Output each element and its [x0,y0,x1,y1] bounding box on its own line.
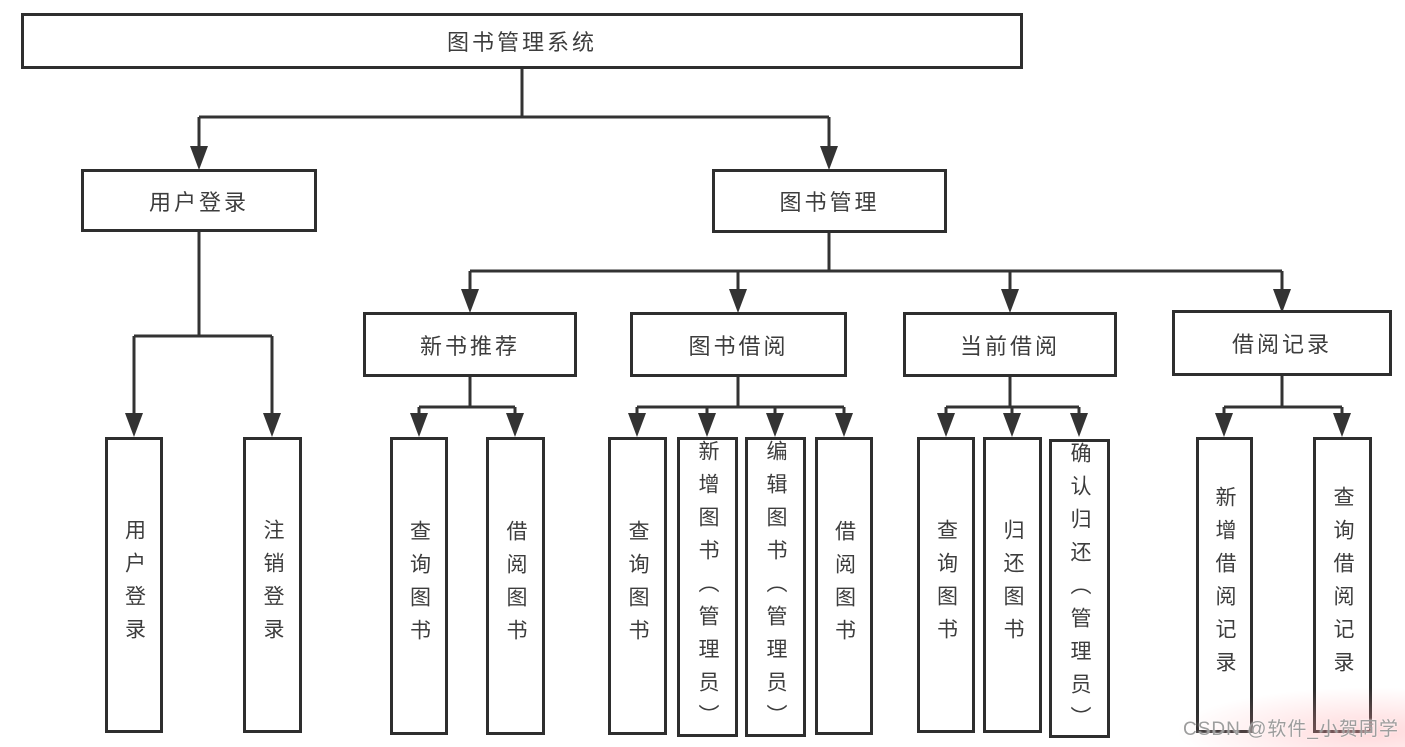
node-root-title: 图书管理系统 [21,13,1023,69]
leaf-query-book-current: 查询图书 [917,437,975,733]
leaf-logout: 注销登录 [243,437,302,733]
node-user-login: 用户登录 [81,169,317,232]
leaf-borrow-book-recommend: 借阅图书 [486,437,545,735]
leaf-add-book-admin: 新增图书（管理员） [677,437,738,737]
leaf-user-login: 用户登录 [105,437,163,733]
leaf-query-borrow-record: 查询借阅记录 [1313,437,1372,733]
node-book-borrow: 图书借阅 [630,312,847,377]
node-borrow-record: 借阅记录 [1172,310,1392,376]
leaf-query-book-recommend: 查询图书 [390,437,448,735]
leaf-borrow-book: 借阅图书 [815,437,873,735]
leaf-edit-book-admin: 编辑图书（管理员） [745,437,806,737]
leaf-confirm-return-admin: 确认归还（管理员） [1049,439,1110,739]
node-current-borrow: 当前借阅 [903,312,1117,377]
leaf-return-book: 归还图书 [983,437,1042,733]
csdn-watermark: CSDN @软件_小贺同学 [1183,719,1399,740]
leaf-add-borrow-record: 新增借阅记录 [1196,437,1253,733]
leaf-query-book-borrow: 查询图书 [608,437,667,735]
node-book-management: 图书管理 [712,169,947,233]
node-new-book-recommend: 新书推荐 [363,312,577,377]
